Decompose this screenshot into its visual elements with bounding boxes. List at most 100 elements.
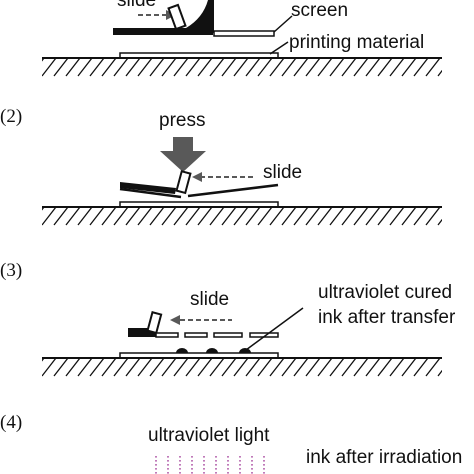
hatch-stroke [197, 358, 213, 377]
hatch-stroke [329, 358, 345, 377]
hatch-stroke [293, 358, 309, 377]
hatch-stroke [101, 358, 117, 377]
hatch-stroke [77, 358, 93, 377]
screen-label: screen [291, 0, 348, 21]
slide-arrowhead-2 [192, 172, 202, 182]
hatch-stroke [269, 58, 285, 77]
hatch-stroke [161, 207, 177, 226]
hatch-stroke [221, 358, 237, 377]
hatch-stroke [437, 369, 442, 377]
hatch-stroke [77, 58, 93, 77]
ink-block-3 [128, 328, 156, 337]
printing-material-label: printing material [289, 32, 424, 53]
hatch-stroke [425, 358, 441, 377]
hatch-stroke [53, 58, 69, 77]
hatch-stroke [65, 58, 81, 77]
hatch-stroke [173, 358, 189, 377]
screen-segment-3a [155, 332, 179, 338]
ink-left-2 [120, 182, 176, 194]
slide-label-1: slide [117, 0, 156, 11]
hatch-stroke [101, 207, 117, 226]
ink-dot-3a [176, 348, 188, 353]
slide-label-3: slide [190, 289, 229, 310]
hatch-stroke [185, 358, 201, 377]
hatch-stroke [233, 358, 249, 377]
hatch-stroke [365, 58, 381, 77]
hatch-stroke [281, 358, 297, 377]
hatch-stroke [305, 358, 321, 377]
hatch-stroke [413, 58, 429, 77]
hatch-stroke [353, 58, 369, 77]
hatch-stroke [317, 358, 333, 377]
hatch-stroke [113, 207, 129, 226]
uv-cured-label-line-2: ink after transfer [318, 307, 456, 328]
hatch-stroke [425, 207, 441, 226]
hatch-stroke [401, 58, 417, 77]
step-1: slide screen printing material [42, 0, 442, 77]
hatch-stroke [245, 358, 261, 377]
hatch-stroke [281, 58, 297, 77]
hatch-stroke [53, 207, 69, 226]
hatch-stroke [101, 58, 117, 77]
hatch-stroke [389, 207, 405, 226]
hatch-stroke [42, 58, 45, 62]
ink-dot-3c [239, 348, 251, 353]
screen-segment-3c [213, 332, 243, 338]
screen-frame-1 [113, 28, 213, 35]
hatch-stroke [341, 358, 357, 377]
screen-leader [273, 15, 293, 33]
hatch-stroke [341, 207, 357, 226]
hatch-stroke [42, 207, 57, 226]
hatch-stroke [305, 207, 321, 226]
hatch-stroke [185, 207, 201, 226]
hatch-stroke [149, 358, 165, 377]
step-number-3: (3) [0, 260, 22, 281]
hatch-stroke [413, 207, 429, 226]
hatch-stroke [197, 58, 213, 77]
printing-material-leader [269, 41, 289, 55]
screen-right-2 [187, 183, 279, 198]
hatch-stroke [173, 207, 189, 226]
hatch-stroke [42, 207, 45, 211]
hatch-stroke [293, 58, 309, 77]
slide-label-2: slide [263, 162, 302, 183]
hatch-stroke [245, 207, 261, 226]
hatch-stroke [257, 58, 273, 77]
uv-light-label: ultraviolet light [148, 425, 270, 446]
ground-hatch-1 [42, 58, 442, 77]
hatch-stroke [293, 207, 309, 226]
hatch-stroke [125, 58, 141, 77]
hatch-stroke [185, 58, 201, 77]
hatch-stroke [269, 207, 285, 226]
hatch-stroke [209, 58, 225, 77]
hatch-stroke [437, 69, 442, 77]
hatch-stroke [281, 207, 297, 226]
hatch-stroke [233, 58, 249, 77]
hatch-stroke [377, 58, 393, 77]
hatch-stroke [365, 358, 381, 377]
screen-left-2 [119, 187, 182, 199]
hatch-stroke [125, 207, 141, 226]
hatch-stroke [377, 358, 393, 377]
press-arrow [160, 137, 206, 172]
slide-arrowhead-3 [170, 315, 180, 325]
hatch-stroke [137, 207, 153, 226]
hatch-stroke [173, 58, 189, 77]
hatch-stroke [42, 58, 57, 77]
uv-cured-label-line-1: ultraviolet cured [318, 282, 452, 303]
squeegee-2 [175, 170, 192, 195]
hatch-stroke [329, 207, 345, 226]
hatch-stroke [197, 207, 213, 226]
hatch-stroke [209, 358, 225, 377]
hatch-stroke [365, 207, 381, 226]
hatch-stroke [389, 358, 405, 377]
hatch-stroke [65, 207, 81, 226]
hatch-stroke [53, 358, 69, 377]
screen-segment-3b [184, 332, 208, 338]
hatch-stroke [329, 58, 345, 77]
hatch-stroke [245, 58, 261, 77]
hatch-stroke [269, 358, 285, 377]
hatch-stroke [89, 207, 105, 226]
hatch-stroke [137, 58, 153, 77]
hatch-stroke [161, 58, 177, 77]
